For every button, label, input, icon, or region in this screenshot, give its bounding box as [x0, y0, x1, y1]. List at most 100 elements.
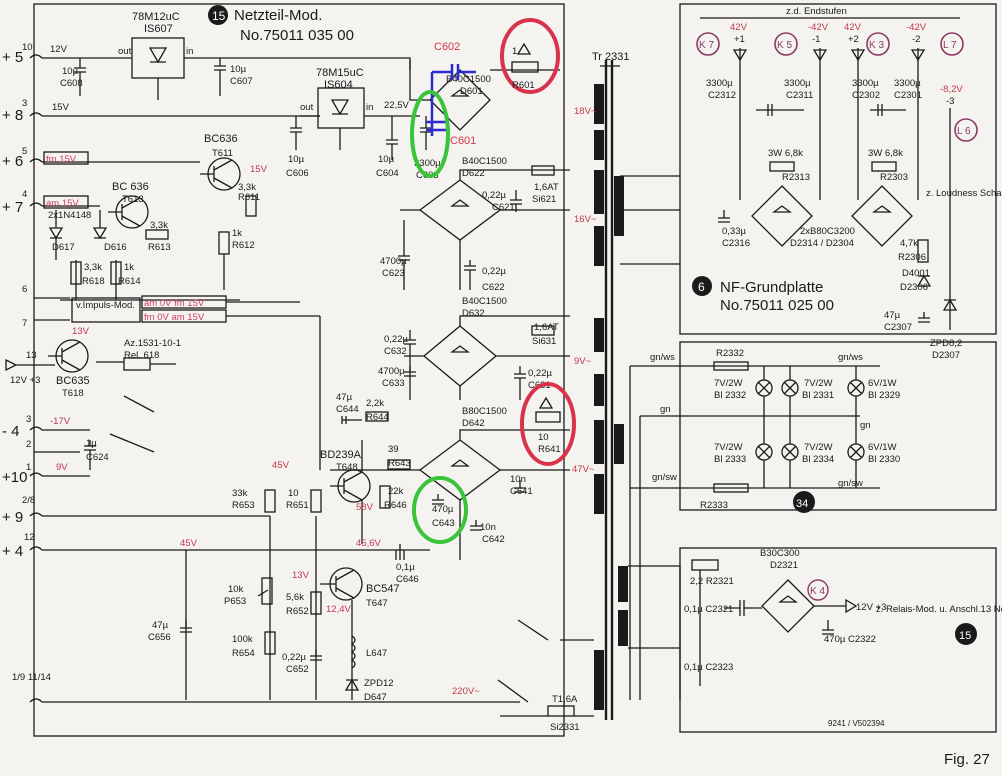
schematic-label: in: [366, 102, 373, 113]
schematic-label: R2306: [898, 252, 926, 263]
figure-caption: Fig. 27: [944, 751, 990, 768]
schematic-path: [29, 698, 520, 703]
schematic-label: Bl 2331: [802, 390, 834, 401]
schematic-label: 1: [512, 46, 517, 57]
schematic-label: R654: [232, 648, 255, 659]
schematic-label: 42V: [844, 22, 862, 33]
schematic-rect: [679, 3, 997, 335]
schematic-label: Bl 2330: [868, 454, 900, 465]
schematic-path: [918, 312, 930, 323]
module-number: No.75011 025 00: [720, 297, 834, 314]
schematic-label: 12V +3: [856, 602, 886, 613]
schematic-rect: [594, 226, 604, 266]
output-k5: K 5 -42V -1: [774, 22, 829, 56]
schematic-path: [395, 544, 405, 560]
schematic-label: D2321: [770, 560, 798, 571]
schematic-path: [214, 58, 226, 96]
schematic-rect: [145, 229, 169, 240]
output-l6: L 6 -8,2V -3: [940, 84, 978, 142]
schematic-label: fm 0V am 15V: [144, 312, 205, 323]
schematic-label: K 5: [777, 40, 792, 51]
bridge-d642: B80C1500 D642: [330, 406, 570, 560]
schematic-label: 0,33µ: [722, 226, 746, 237]
schematic-label: 5,6k: [286, 592, 304, 603]
schematic-label: 100k: [232, 634, 253, 645]
schematic-label: 2,2k: [366, 398, 384, 409]
schematic-path: [718, 210, 730, 223]
schematic-label: 12,4V: [326, 604, 351, 615]
schematic-rect: [594, 84, 604, 124]
schematic-rect: [245, 195, 257, 217]
schematic-path: [629, 365, 880, 700]
schematic-label: C604: [376, 168, 399, 179]
schematic-path: [429, 69, 491, 131]
schematic-path: [783, 445, 797, 459]
schematic-label: 22k: [388, 486, 404, 497]
schematic-path: [29, 158, 200, 163]
schematic-label: 10n: [510, 474, 526, 485]
schematic-label: L 7: [943, 40, 957, 51]
schematic-label: 10n: [480, 522, 496, 533]
terminal-pin: 1/9 11/14: [12, 672, 51, 683]
schematic-path: [320, 569, 355, 599]
schematic-path: [450, 459, 470, 467]
schematic-label: 3W 6,8k: [868, 148, 903, 159]
schematic-label: Si631: [532, 336, 556, 347]
terminal-pin: 3: [26, 414, 31, 425]
label-c601: C601: [450, 135, 476, 147]
schematic-rect: [594, 170, 604, 214]
schematic-label: D4001: [902, 268, 930, 279]
schematic-label: K 4: [810, 586, 825, 597]
schematic-rect: [917, 239, 929, 263]
schematic-path: [432, 494, 444, 505]
schematic-label: C2301: [894, 90, 922, 101]
schematic-label: 47µ: [884, 310, 901, 321]
schematic-path: [29, 512, 270, 517]
schematic-rect: [218, 231, 230, 255]
schematic-path: [516, 42, 532, 55]
schematic-label: C2311: [786, 90, 813, 101]
schematic-label: T1,6A: [552, 694, 578, 705]
schematic-circle: [866, 32, 890, 56]
schematic-label: P653: [224, 596, 246, 607]
schematic-label: 0,1µ C2321: [684, 604, 733, 615]
schematic-path: [96, 361, 176, 453]
schematic-path: [916, 274, 932, 287]
schematic-path: [628, 565, 701, 700]
schematic-label: 10µ: [288, 154, 305, 165]
schematic-label: -3: [946, 96, 954, 107]
schematic-path: [29, 54, 120, 59]
schematic-label: 7V/2W: [804, 378, 833, 389]
schematic-label: R601: [512, 80, 535, 91]
schematic-rect: [310, 489, 322, 513]
schematic-circle: [793, 491, 815, 513]
schematic-path: [772, 205, 892, 213]
schematic-rect: [594, 130, 604, 160]
schematic-label: 2,2 R2321: [690, 576, 734, 587]
schematic-path: [55, 210, 240, 301]
schematic-label: gn: [860, 420, 871, 431]
terminal-pin: 3: [22, 98, 27, 109]
schematic-rect: [264, 489, 276, 513]
schematic-label: +1: [734, 34, 745, 45]
terminal-pin: 7: [22, 318, 27, 329]
schematic-label: K 7: [699, 40, 714, 51]
schematic-label: -42V: [808, 22, 829, 33]
schematic-rect: [871, 161, 897, 172]
schematic-label: D617: [52, 242, 75, 253]
schematic-path: [849, 445, 863, 459]
module-number: No.75011 035 00: [240, 27, 354, 44]
output-k3: K 3 42V +2: [844, 22, 890, 56]
schematic-label: 3,3k: [84, 262, 102, 273]
schematic-path: [783, 381, 797, 395]
schematic-circle: [807, 579, 829, 601]
schematic-label: D2307: [932, 350, 960, 361]
schematic-label: 4,7k: [900, 238, 918, 249]
schematic-label: 10µ: [378, 154, 395, 165]
schematic-label: B40C1500: [446, 74, 491, 85]
schematic-label: D642: [462, 418, 485, 429]
schematic-label: 18V~: [574, 106, 597, 117]
schematic-label: L647: [366, 648, 387, 659]
schematic-label: 0,1µ C2323: [684, 662, 733, 673]
schematic-rect: [679, 341, 997, 511]
